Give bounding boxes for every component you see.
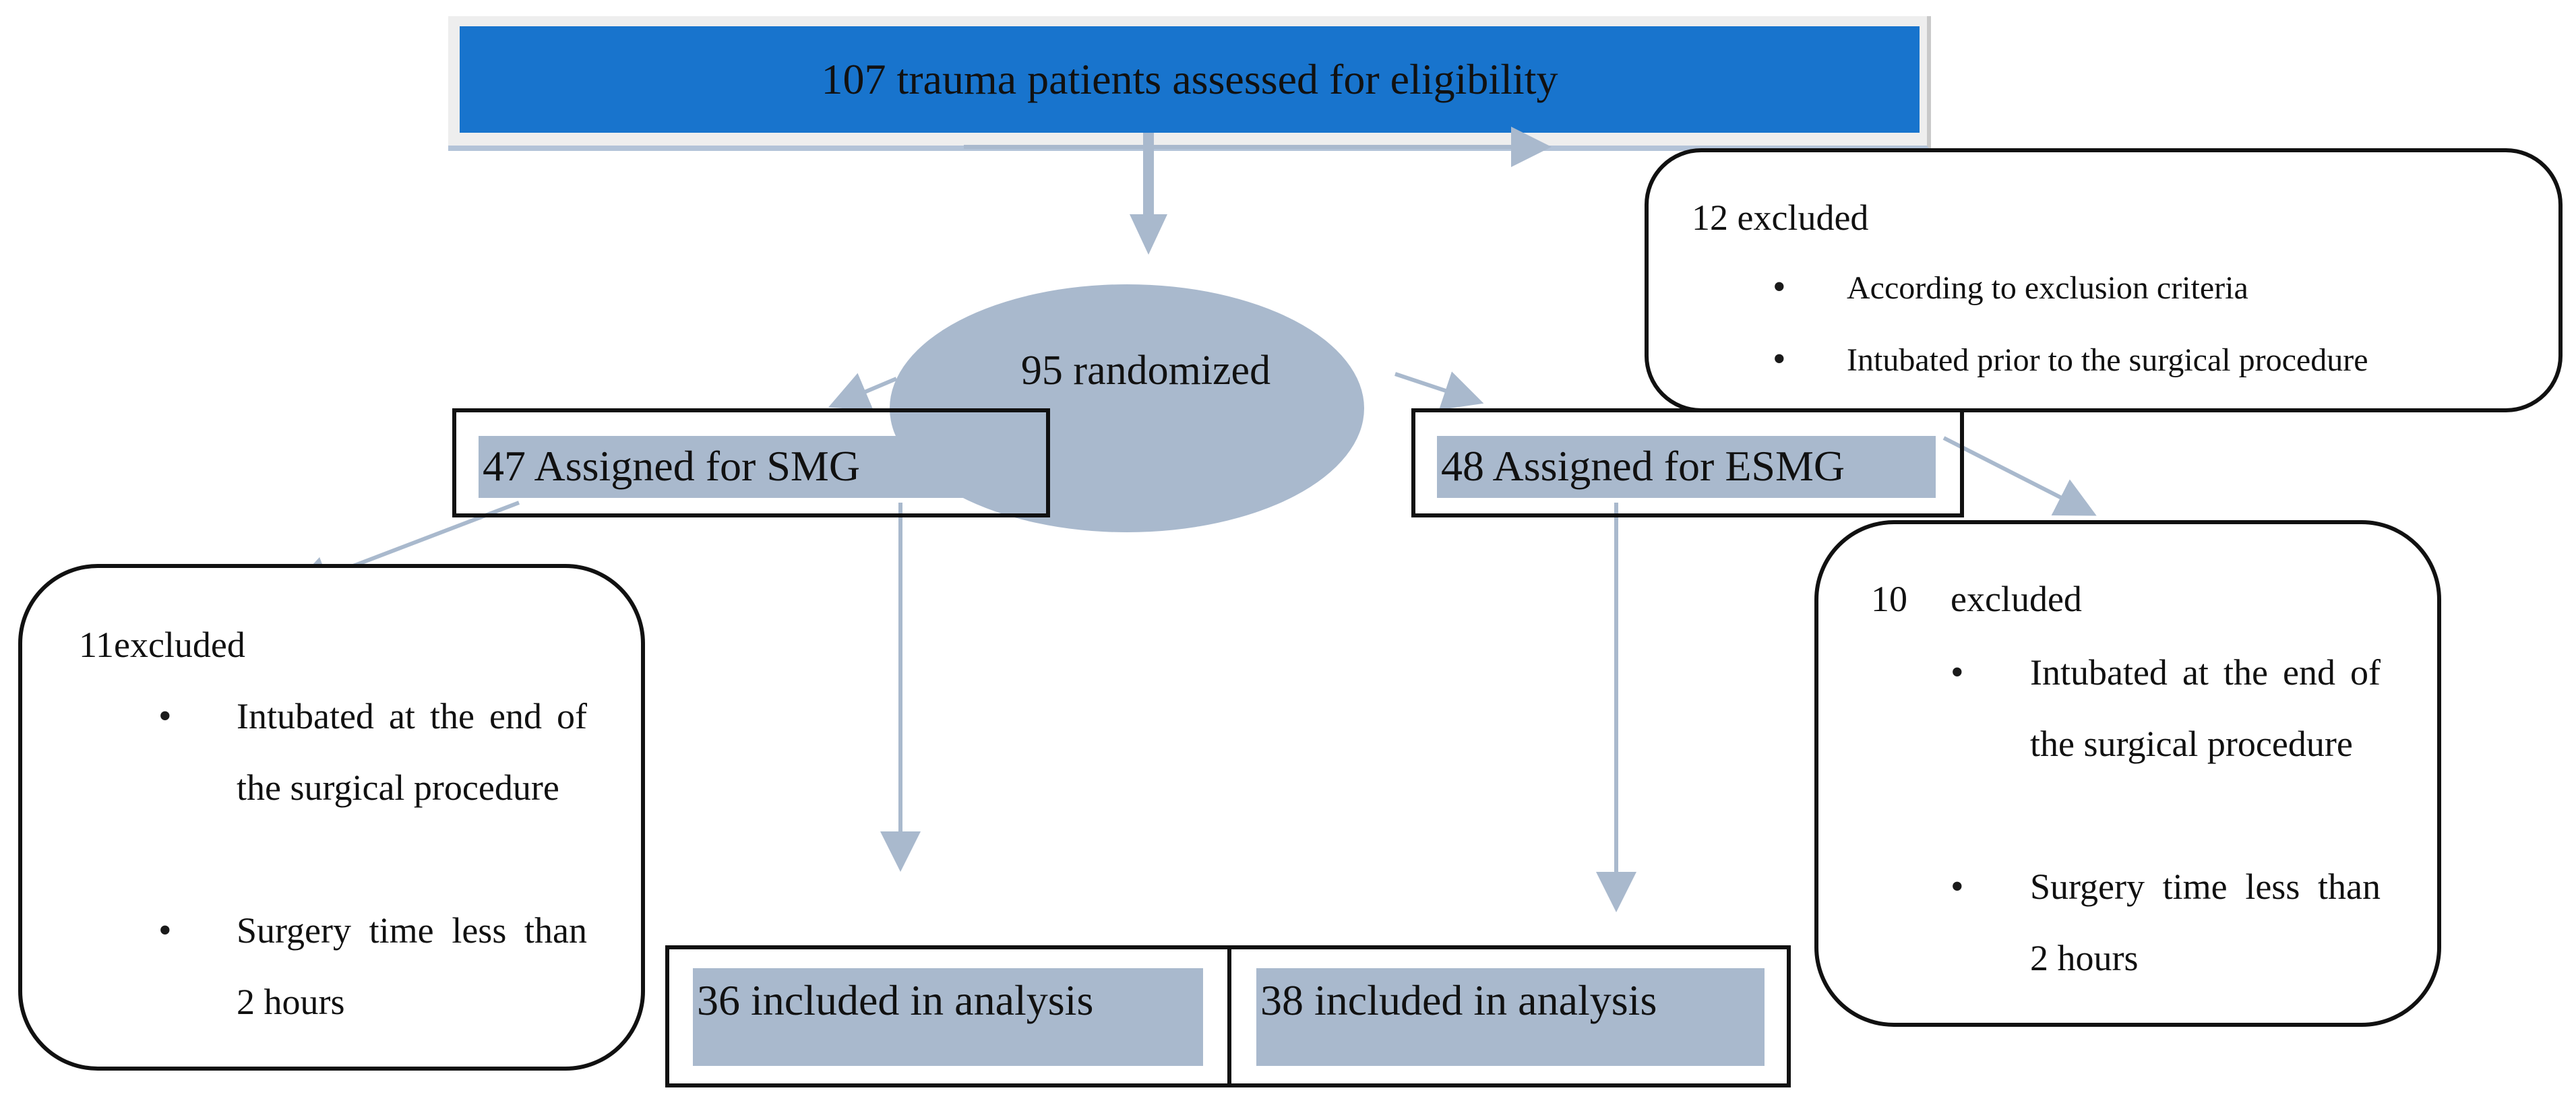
smg-assigned-fill: [479, 436, 1022, 498]
smg-exclusion-box: [18, 564, 645, 1071]
randomized-label: 95 randomized: [1020, 348, 1271, 393]
initial-exclusion-item: • Intubated prior to the surgical proced…: [1773, 338, 2368, 380]
esmg-exclusion-item: • Intubated at the end of the surgical p…: [1951, 637, 2381, 780]
esmg-exclusion-item: • Surgery time less than 2 hours: [1951, 851, 2381, 994]
esmg-included-label: 38 included in analysis: [1260, 976, 1657, 1024]
smg-exclusion-title: 11excluded: [79, 625, 245, 665]
esmg-included-fill: [1256, 968, 1765, 1066]
initial-exclusion-box: [1645, 148, 2563, 412]
esmg-assigned-fill: [1437, 436, 1936, 498]
bullet-icon: •: [1951, 652, 1964, 693]
smg-included-label: 36 included in analysis: [697, 976, 1094, 1024]
smg-assigned-box: [452, 408, 1050, 517]
included-divider: [1227, 945, 1231, 1087]
bullet-icon: •: [1773, 266, 1786, 308]
bullet-icon: •: [158, 695, 172, 737]
smg-exclusion-item: • Intubated at the end of the surgical p…: [158, 681, 587, 823]
bullet-icon: •: [158, 910, 172, 951]
initial-exclusion-item: • According to exclusion criteria: [1773, 266, 2248, 308]
arrow-esmg-to-excluded: [1942, 436, 2097, 516]
initial-exclusion-title: 12 excluded: [1692, 197, 1869, 238]
smg-exclusion-item: • Surgery time less than 2 hours: [158, 895, 587, 1038]
title-bar: [460, 26, 1920, 133]
bullet-icon: •: [1951, 866, 1964, 908]
esmg-exclusion-box: [1814, 520, 2441, 1027]
arrow-title-to-randomized-head: [1130, 214, 1167, 255]
esmg-exclusion-word: excluded: [1951, 579, 2082, 619]
smg-included-fill: [693, 968, 1203, 1066]
arrow-randomized-to-esmg: [1394, 371, 1484, 410]
title-text: 107 trauma patients assessed for eligibi…: [821, 55, 1558, 103]
esmg-assigned-label: 48 Assigned for ESMG: [1441, 442, 1845, 490]
smg-assigned-label: 47 Assigned for SMG: [483, 442, 861, 490]
bullet-icon: •: [1773, 338, 1786, 380]
arrow-randomized-to-smg: [828, 373, 898, 410]
esmg-exclusion-count: 10: [1871, 579, 1907, 619]
